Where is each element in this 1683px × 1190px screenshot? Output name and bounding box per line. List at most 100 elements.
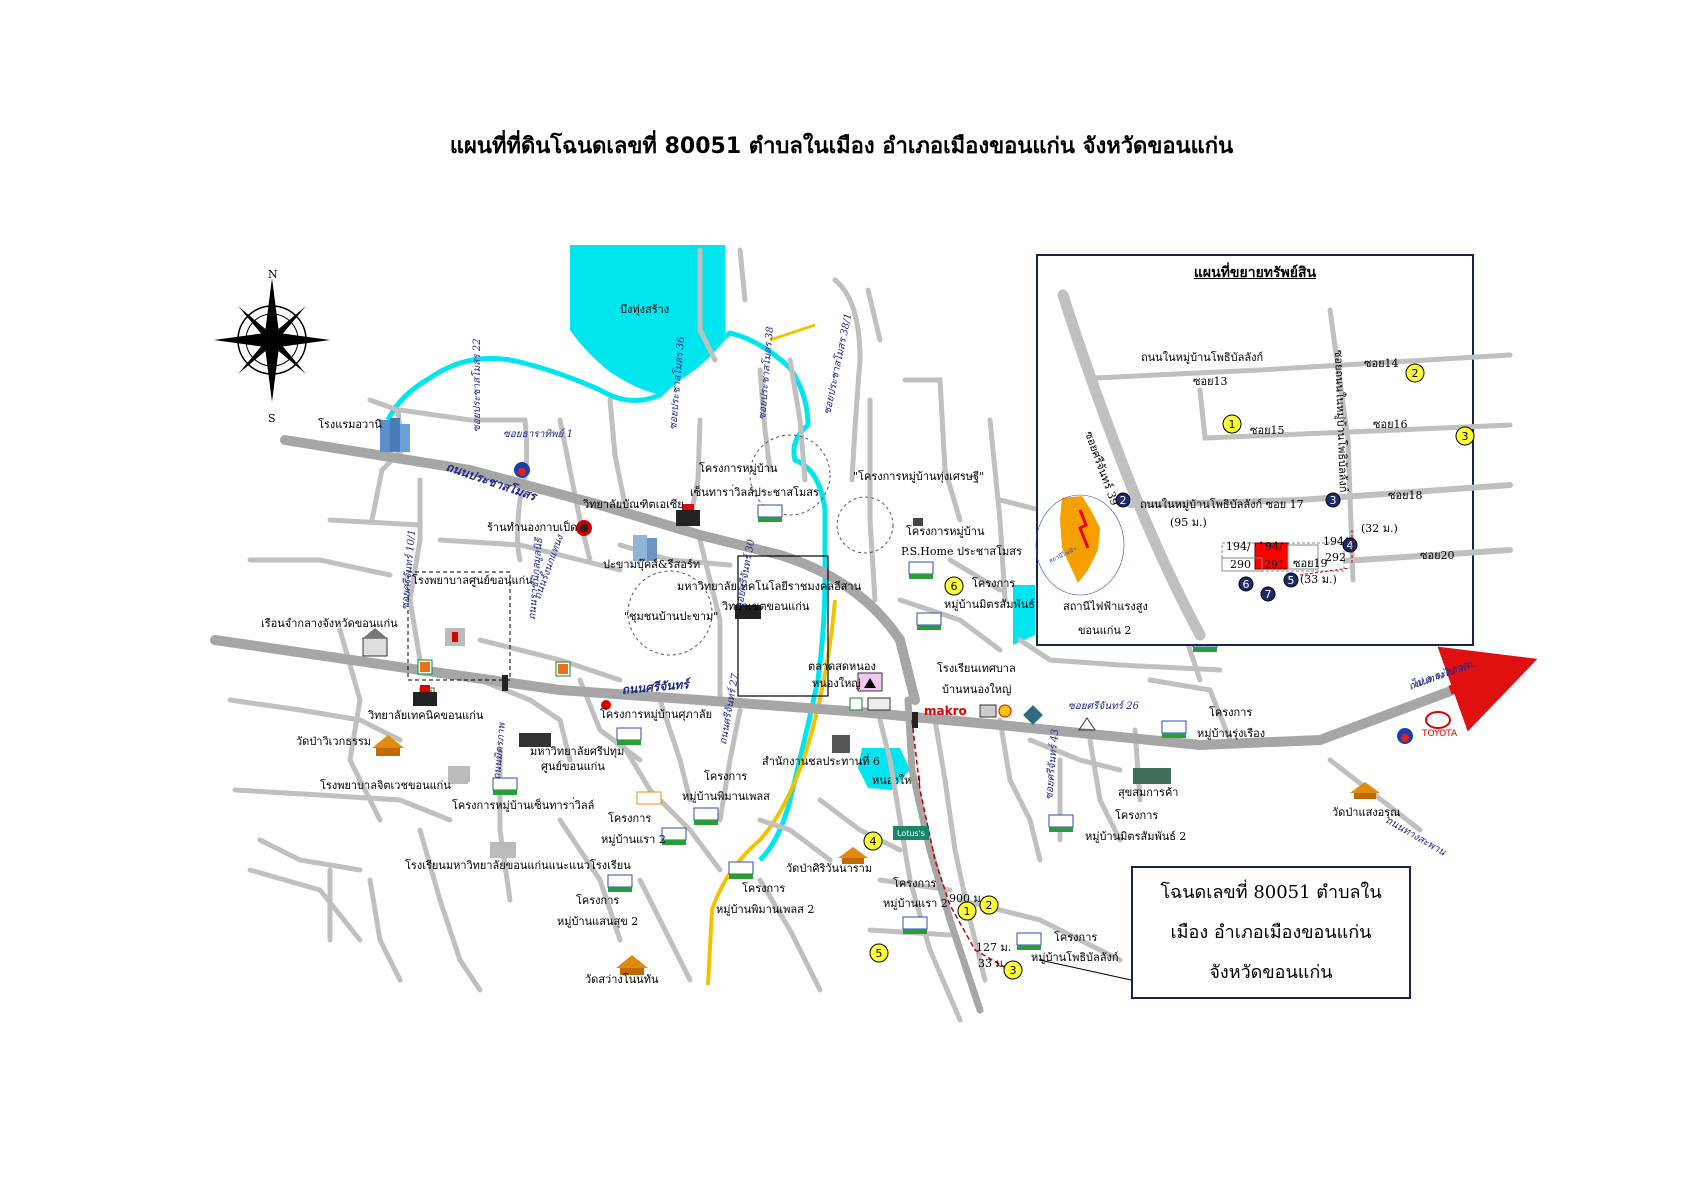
seven-eleven-icon-4 [849, 697, 863, 711]
road-label: ถนนศรีจันทร์ [621, 677, 692, 697]
plot-number: 194/ [1323, 535, 1348, 548]
inset-nav-point-number: 3 [1330, 494, 1337, 507]
place-label: หนองใหญ่ [812, 677, 861, 690]
inset-marker-number: 2 [1412, 367, 1419, 380]
deed-line-2: เมือง อำเภอเมืองขอนแก่น [1170, 921, 1372, 943]
place-label: โครงการ [742, 881, 785, 895]
inset-nav-point[interactable]: 2 [1115, 492, 1131, 508]
deed-leader-line [1039, 959, 1132, 981]
inset-nav-point[interactable]: 4 [1342, 537, 1358, 553]
minor-roads [227, 247, 1423, 1023]
place-label: สำนักงานชลประทานที่ 6 [762, 753, 880, 768]
place-label: โครงการหมู่บ้านศุภาลัย [600, 707, 712, 721]
house-icon [607, 874, 633, 892]
inset-label: ซอย18 [1388, 489, 1423, 502]
temple-icon-4 [1350, 782, 1380, 799]
place-label: บ้านหนองใหญ่ [942, 683, 1011, 696]
hospital-icon [445, 628, 465, 646]
place-label: หมู่บ้านมิตรสัมพันธ์ [944, 598, 1035, 611]
place-label: โครงการ [972, 576, 1015, 590]
house-icon [616, 727, 642, 745]
inset-label: ถนนในหมู่บ้านโพธิบัลลังก์ [1141, 350, 1263, 364]
access-route [911, 719, 1014, 973]
school-tower-icon [490, 842, 516, 858]
house-icon [1048, 814, 1074, 832]
road-label: ซอยประชาสโมสร 38/1 [821, 312, 854, 416]
plot-number: 291 [1264, 558, 1285, 571]
inset-marker[interactable]: 3 [1455, 426, 1475, 446]
temple-icon-2 [838, 847, 868, 864]
place-label: หมู่บ้านแรา 2 [883, 897, 948, 910]
university-icon [676, 504, 700, 526]
place-label: โครงการ [1054, 930, 1097, 944]
page-title: แผนที่ที่ดินโฉนดเลขที่ 80051 ตำบลในเมือง… [449, 134, 1234, 159]
inset-marker-number: 1 [1229, 418, 1236, 431]
inset-nav-point[interactable]: 3 [1325, 492, 1341, 508]
house-icon [902, 916, 928, 934]
place-label: โครงการ [576, 893, 619, 907]
inset-nav-point[interactable]: 5 [1283, 572, 1299, 588]
place-label: มหาวิทยาลัยเทคโนโลยีราชมงคลอีสาน [677, 579, 862, 593]
inset-nav-point[interactable]: 7 [1260, 586, 1276, 602]
inset-nav-point[interactable]: 6 [1238, 576, 1254, 592]
sripatum-icon [519, 733, 551, 747]
place-label: โครงการ [608, 811, 651, 825]
inset-label: ซอย19 [1293, 557, 1328, 570]
inset-label: ซอย20 [1420, 549, 1455, 562]
road-label: ถนนมิตรภาพ [491, 721, 508, 780]
place-label: วิทยาเขตขอนแก่น [721, 600, 810, 613]
place-label: มหาวิทยาลัยศรีปทุม [530, 745, 624, 758]
lotus-icon: Lotus's [893, 826, 929, 840]
hospital-area [407, 571, 511, 681]
place-label: โรงเรียนเทศบาล [937, 661, 1016, 675]
inset-map[interactable]: สถานีไฟฟ้า ถนนในหมู่บ้านโพธิบัลลังก์ซอย1… [1035, 254, 1513, 646]
house-icon [661, 827, 687, 845]
hospital-psych-icon [448, 768, 468, 784]
location-marker[interactable]: 4 [863, 831, 883, 851]
place-label: โรงพยาบาลจิตเวชขอนแก่น [320, 778, 451, 792]
place-label: วิทยาลัยบัณฑิตเอเซีย [582, 498, 684, 511]
technical-college-icon [413, 685, 437, 706]
inset-marker[interactable]: 1 [1222, 414, 1242, 434]
road-label: ถนนทางสะพาน [1384, 815, 1449, 859]
plot-number: 292 [1325, 551, 1346, 564]
place-label: หมู่บ้านแรา 2 [601, 833, 666, 846]
location-marker[interactable]: 1 [957, 901, 977, 921]
location-marker-number: 1 [964, 905, 971, 918]
place-label: โครงการ [1209, 705, 1252, 719]
inset-label: ซอย13 [1193, 375, 1228, 388]
inset-road-label: ซอยถนนในหมู่บ้านโพธิบัลลังก์ [1332, 350, 1351, 493]
house-icon [492, 777, 518, 795]
road-label: ซอยศรีจันทร์ 26 [1068, 700, 1140, 712]
place-label: หมู่บ้านมิตรสัมพันธ์ 2 [1085, 830, 1186, 843]
major-roads [210, 435, 1485, 1014]
university-area [737, 555, 829, 697]
inset-nav-point-number: 7 [1265, 588, 1272, 601]
market-icon [857, 672, 883, 692]
location-marker[interactable]: 2 [979, 895, 999, 915]
route-notes: 900 ม.127 ม.33 ม. [949, 892, 1011, 970]
college-icon [735, 605, 761, 619]
inset-marker[interactable]: 2 [1405, 363, 1425, 383]
house-icon [636, 791, 662, 805]
plot-number: 194/ [1258, 540, 1283, 553]
seven-eleven-icon [417, 659, 433, 675]
compass-south: S [268, 412, 276, 425]
route-distance-label: 33 ม. [978, 957, 1006, 970]
inset-distance-label: (32 ม.) [1361, 522, 1398, 535]
house-icon [1161, 720, 1187, 738]
location-marker[interactable]: 3 [1003, 960, 1023, 980]
srichan-39-road [904, 696, 984, 1014]
svg-text:Lotus's: Lotus's [897, 829, 925, 838]
place-label: หมู่บ้านแสนสุข 2 [557, 915, 638, 928]
location-marker-number: 6 [951, 580, 958, 593]
location-marker[interactable]: 5 [869, 943, 889, 963]
seven-eleven-icon-2 [555, 661, 571, 677]
makro-icon: makro [924, 704, 967, 718]
office-icon [832, 735, 850, 753]
inset-distance-label: (95 ม.) [1170, 516, 1207, 529]
house-icon [916, 612, 942, 630]
location-marker[interactable]: 6 [944, 576, 964, 596]
